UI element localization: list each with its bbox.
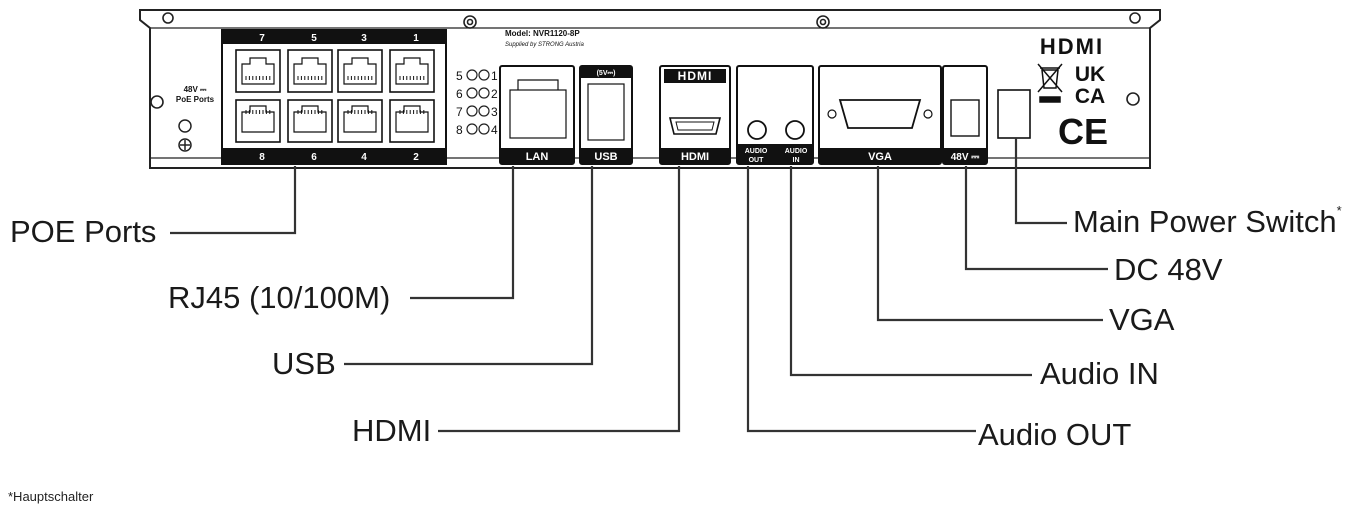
poe-bottom-number: 4 — [361, 152, 367, 163]
led-icon — [466, 87, 478, 99]
poe-side-label-text: PoE Ports — [176, 95, 215, 104]
rj45-sockets — [235, 49, 435, 143]
led-label: 5 — [456, 69, 463, 83]
poe-side-label-voltage: 48V ⎓ — [184, 85, 207, 94]
usb-label: USB — [594, 151, 617, 163]
poe-top-number: 3 — [361, 33, 367, 44]
callout-rj45: RJ45 (10/100M) — [168, 280, 391, 315]
led-icon — [478, 105, 490, 117]
led-label: 1 — [491, 69, 498, 83]
model-text: Model: NVR1120-8P — [505, 29, 580, 38]
ukca-mark-top: UK — [1075, 63, 1105, 86]
ground-screw-icon — [178, 119, 192, 152]
rj45-socket-icon — [287, 49, 333, 93]
poe-top-number: 7 — [259, 33, 265, 44]
led-label: 8 — [456, 123, 463, 137]
led-icon — [466, 105, 478, 117]
callout-audio-out: Audio OUT — [978, 417, 1132, 452]
poe-port-block: 7 5 3 1 8 6 4 2 — [221, 29, 447, 165]
vga-port: VGA — [818, 65, 942, 165]
callout-dc-48v: DC 48V — [1114, 252, 1223, 287]
callout-main-power-switch-text: Main Power Switch — [1073, 204, 1337, 239]
callout-vga: VGA — [1109, 302, 1175, 337]
hdmi-port: HDMI HDMI — [659, 65, 731, 165]
led-label: 6 — [456, 87, 463, 101]
led-indicators: 5 1 6 2 7 3 8 4 — [456, 69, 498, 137]
callout-audio-in: Audio IN — [1040, 356, 1159, 391]
footnote: *Hauptschalter — [8, 489, 94, 504]
ukca-mark-bottom: CA — [1075, 85, 1105, 108]
callout-hdmi: HDMI — [352, 413, 432, 448]
supplier-text: Supplied by STRONG Austria — [505, 42, 584, 48]
led-icon — [478, 87, 490, 99]
audio-in-label-2: IN — [793, 157, 800, 164]
lan-port: LAN — [499, 65, 575, 165]
poe-bottom-number: 2 — [413, 152, 419, 163]
hdmi-port-logo: HDMI — [678, 69, 713, 83]
hdmi-label: HDMI — [681, 151, 709, 163]
callout-poe-ports: POE Ports — [10, 214, 157, 249]
rj45-socket-icon — [337, 49, 383, 93]
rj45-socket-icon — [389, 49, 435, 93]
main-power-switch — [997, 89, 1031, 139]
rj45-socket-icon — [235, 99, 281, 143]
audio-out-label-1: AUDIO — [745, 148, 768, 155]
poe-top-number: 5 — [311, 33, 317, 44]
audio-in-jack-icon — [785, 120, 805, 140]
led-icon — [478, 69, 490, 81]
lan-label: LAN — [526, 151, 549, 163]
led-label: 7 — [456, 105, 463, 119]
ce-mark: CE — [1058, 111, 1108, 152]
led-icon — [466, 69, 478, 81]
usb-port: (5V⎓) USB — [579, 65, 633, 165]
led-label: 2 — [491, 87, 498, 101]
leader-lines — [170, 138, 1108, 433]
poe-bottom-number: 8 — [259, 152, 265, 163]
usb-voltage-label: (5V⎓) — [597, 70, 616, 77]
poe-top-number: 1 — [413, 33, 419, 44]
vga-label: VGA — [868, 151, 892, 163]
audio-out-label-2: OUT — [749, 157, 765, 164]
led-label: 4 — [491, 123, 498, 137]
rj45-socket-icon — [389, 99, 435, 143]
callout-usb: USB — [272, 346, 336, 381]
audio-out-jack-icon — [747, 120, 767, 140]
led-label: 3 — [491, 105, 498, 119]
dc-power-port: 48V ⎓ — [942, 65, 988, 165]
led-icon — [478, 123, 490, 135]
mounting-screws — [150, 12, 1141, 109]
hdmi-brand-logo: HDMI — [1040, 34, 1104, 59]
led-icon — [466, 123, 478, 135]
rj45-socket-icon — [337, 99, 383, 143]
callout-main-power-switch: Main Power Switch* — [1073, 203, 1342, 239]
audio-in-label-1: AUDIO — [785, 148, 808, 155]
rj45-socket-icon — [235, 49, 281, 93]
weee-bin-icon — [1037, 63, 1063, 103]
audio-ports: AUDIO OUT AUDIO IN — [736, 65, 814, 165]
callout-asterisk: * — [1336, 203, 1342, 218]
rj45-socket-icon — [287, 99, 333, 143]
poe-bottom-number: 6 — [311, 152, 317, 163]
dc-label: 48V ⎓ — [951, 152, 980, 163]
